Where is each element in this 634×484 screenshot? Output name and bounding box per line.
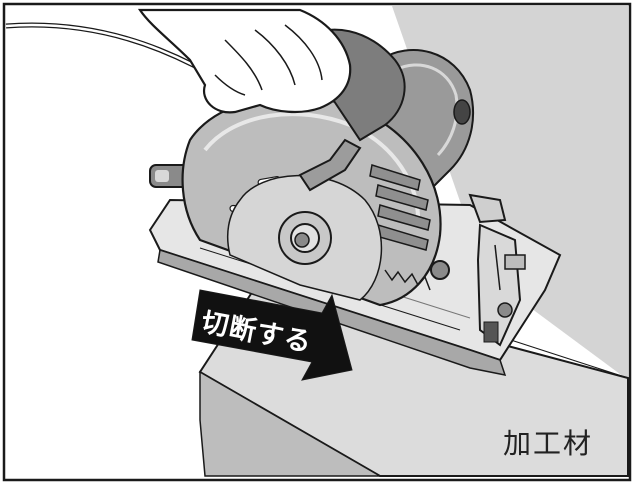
workpiece-label: 加工材 (503, 422, 593, 462)
arbor-bolt (279, 212, 331, 264)
motor-vent (454, 100, 470, 124)
depth-knob (431, 261, 449, 279)
